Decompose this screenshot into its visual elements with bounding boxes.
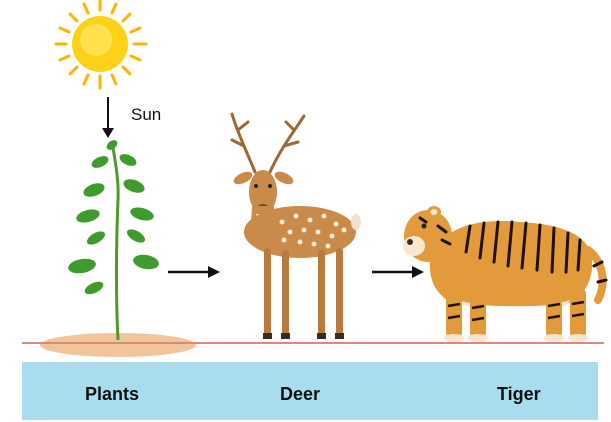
arrow-right-icon [372,266,424,278]
arrow-down-icon [102,97,114,138]
sun-icon [56,0,146,88]
food-chain-legend: Plants Deer Tiger [22,362,598,420]
tiger-icon [403,206,606,342]
legend-item-plants: Plants [85,384,139,405]
sun-label: Sun [131,105,161,125]
deer-icon [232,114,361,339]
legend-item-tiger: Tiger [497,384,541,405]
plant-icon [67,138,160,340]
legend-item-deer: Deer [280,384,320,405]
arrow-right-icon [168,266,220,278]
